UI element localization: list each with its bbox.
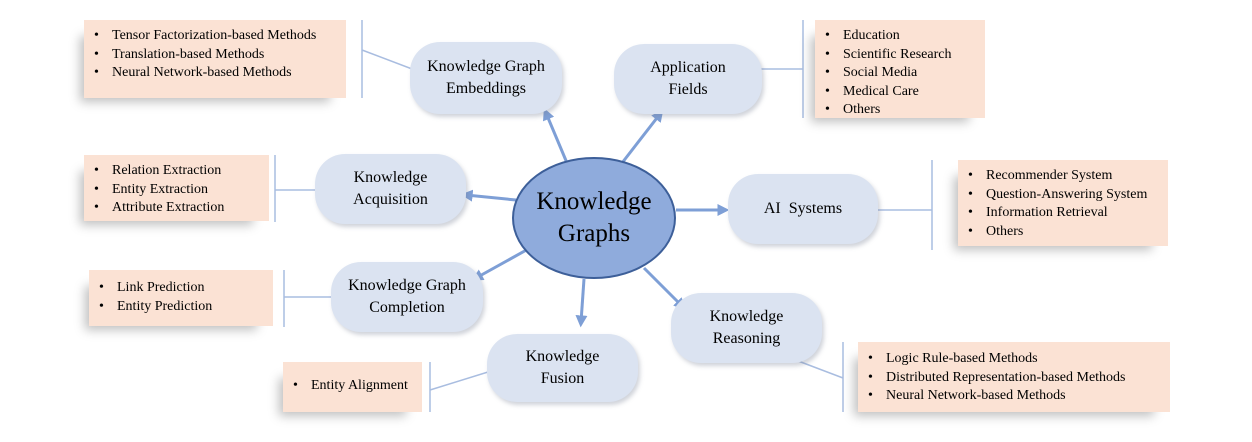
topic-label-line2: Completion	[369, 299, 445, 316]
connector-acquisition	[274, 155, 318, 222]
arrow-application	[620, 109, 664, 164]
list-item: Entity Alignment	[293, 377, 412, 396]
list-item: Others	[968, 223, 1158, 242]
arrow-fusion	[575, 278, 588, 328]
list-item: Relation Extraction	[94, 162, 259, 181]
topic-label-line1: Knowledge	[709, 308, 784, 325]
topic-application-fields: Application Fields	[614, 44, 762, 114]
topic-label-line1: Application	[650, 59, 726, 76]
arrow-reasoning	[642, 266, 686, 310]
list-item: Entity Prediction	[99, 298, 263, 317]
center-title-line1: Knowledge	[536, 188, 652, 215]
topic-ai-systems: AI Systems	[728, 174, 878, 244]
topic-knowledge-fusion: Knowledge Fusion	[487, 334, 638, 402]
connector-completion	[283, 270, 333, 327]
connector-ai-systems	[876, 160, 933, 250]
center-node-knowledge-graphs: Knowledge Graphs	[512, 157, 676, 279]
list-item: Translation-based Methods	[94, 46, 336, 65]
list-item: Social Media	[825, 64, 975, 83]
list-item: Others	[825, 101, 975, 120]
list-ai-systems: Recommender System Question-Answering Sy…	[958, 160, 1168, 246]
list-item: Recommender System	[968, 167, 1158, 186]
connector-fusion	[429, 362, 489, 412]
topic-label-line1: AI Systems	[763, 200, 843, 217]
list-fusion-tasks: Entity Alignment	[283, 362, 422, 412]
topic-label-line1: Knowledge Graph	[348, 277, 466, 294]
topic-label-line1: Knowledge	[353, 169, 428, 186]
list-item: Question-Answering System	[968, 186, 1158, 205]
list-item: Neural Network-based Methods	[94, 64, 336, 83]
list-item: Education	[825, 27, 975, 46]
topic-knowledge-acquisition: Knowledge Acquisition	[315, 154, 466, 224]
list-item: Entity Extraction	[94, 181, 259, 200]
center-title-line2: Graphs	[557, 220, 631, 247]
connector-application	[760, 20, 804, 118]
arrow-acquisition	[460, 189, 517, 202]
topic-label-line2: Embeddings	[446, 80, 526, 97]
topic-knowledge-graph-embeddings: Knowledge Graph Embeddings	[410, 42, 562, 114]
arrow-completion	[471, 246, 531, 281]
list-acquisition-tasks: Relation Extraction Entity Extraction At…	[84, 155, 269, 221]
list-item: Neural Network-based Methods	[868, 387, 1160, 406]
list-application-fields: Education Scientific Research Social Med…	[815, 20, 985, 118]
topic-label-line2: Fields	[668, 81, 708, 98]
list-item: Link Prediction	[99, 279, 263, 298]
topic-knowledge-graph-completion: Knowledge Graph Completion	[331, 262, 483, 332]
list-embeddings-methods: Tensor Factorization-based Methods Trans…	[84, 20, 346, 98]
topic-knowledge-reasoning: Knowledge Reasoning	[671, 293, 822, 363]
topic-label-line1: Knowledge	[525, 348, 600, 365]
list-item: Scientific Research	[825, 46, 975, 65]
topic-label-line2: Acquisition	[353, 191, 428, 208]
arrow-embeddings	[543, 108, 569, 164]
list-item: Information Retrieval	[968, 204, 1158, 223]
topic-label-line2: Fusion	[540, 370, 585, 387]
topic-label-line1: Knowledge Graph	[427, 58, 545, 75]
list-reasoning-methods: Logic Rule-based Methods Distributed Rep…	[858, 342, 1170, 412]
list-item: Medical Care	[825, 83, 975, 102]
list-item: Tensor Factorization-based Methods	[94, 27, 336, 46]
list-item: Attribute Extraction	[94, 199, 259, 218]
list-item: Distributed Representation-based Methods	[868, 369, 1160, 388]
list-completion-tasks: Link Prediction Entity Prediction	[89, 270, 273, 326]
list-item: Logic Rule-based Methods	[868, 350, 1160, 369]
topic-label-line2: Reasoning	[712, 330, 781, 347]
